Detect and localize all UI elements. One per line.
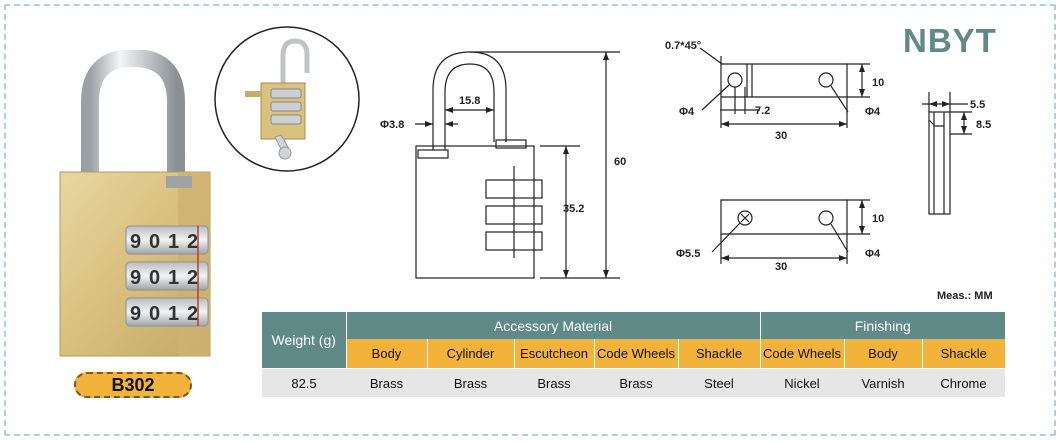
dim-plate2-hole-left: Φ5.5 bbox=[676, 248, 700, 260]
weight-value: 82.5 bbox=[262, 368, 346, 397]
dim-plate2-height: 10 bbox=[872, 213, 884, 225]
padlock-photo: 9 0 1 2 9 0 1 2 9 0 1 2 bbox=[59, 50, 211, 357]
dim-side-width: 5.5 bbox=[970, 99, 985, 111]
value-finish-body: Varnish bbox=[844, 368, 922, 397]
dim-plate1-width: 30 bbox=[775, 130, 787, 142]
subheader-finish-code-wheels: Code Wheels bbox=[759, 339, 844, 369]
wheel1-digit-b: 0 bbox=[149, 231, 160, 253]
subheader-finish-body: Body bbox=[843, 339, 922, 369]
dim-chamfer: 0.7*45° bbox=[665, 40, 701, 52]
wheel3-digit-b: 0 bbox=[149, 303, 160, 325]
value-escutcheon: Brass bbox=[514, 368, 594, 397]
spec-table: Weight (g) Accessory Material Finishing … bbox=[262, 312, 1005, 397]
dim-plate1-hole-spacing: 7.2 bbox=[755, 105, 770, 117]
subheader-code-wheels: Code Wheels bbox=[593, 339, 678, 369]
value-body: Brass bbox=[346, 368, 427, 397]
model-badge: B302 bbox=[74, 372, 192, 398]
wheel2-digit-b: 0 bbox=[149, 267, 160, 289]
dim-plate1-height: 10 bbox=[872, 77, 884, 89]
wheel1-digit-d: 2 bbox=[187, 231, 198, 253]
dim-plate1-hole-left: Φ4 bbox=[679, 106, 695, 118]
measurement-unit: Meas.: MM bbox=[937, 290, 993, 302]
dim-body-height: 35.2 bbox=[563, 203, 584, 215]
dim-shackle-diameter: Φ3.8 bbox=[380, 119, 404, 131]
dim-plate2-hole-right: Φ4 bbox=[865, 248, 881, 260]
wheel3-digit-a: 9 bbox=[130, 303, 141, 325]
wheel2-digit-a: 9 bbox=[130, 267, 141, 289]
dim-side-depth: 8.5 bbox=[976, 119, 991, 131]
page-frame bbox=[4, 4, 1056, 436]
wheel2-digit-d: 2 bbox=[187, 267, 198, 289]
weight-header: Weight (g) bbox=[262, 312, 346, 369]
value-shackle: Steel bbox=[678, 368, 760, 397]
finishing-header: Finishing bbox=[759, 312, 1005, 339]
wheel1-digit-c: 1 bbox=[168, 231, 179, 253]
subheader-finish-shackle: Shackle bbox=[921, 339, 1005, 369]
value-finish-shackle: Chrome bbox=[922, 368, 1005, 397]
dim-plate1-hole-right: Φ4 bbox=[865, 106, 881, 118]
value-code-wheels: Brass bbox=[594, 368, 678, 397]
wheel2-digit-c: 1 bbox=[168, 267, 179, 289]
dim-shackle-width: 15.8 bbox=[459, 95, 480, 107]
subheader-escutcheon: Escutcheon bbox=[513, 339, 594, 369]
open-lock-inset-photo bbox=[214, 26, 360, 172]
wheel1-digit-a: 9 bbox=[130, 231, 141, 253]
subheader-shackle: Shackle bbox=[677, 339, 760, 369]
subheader-cylinder: Cylinder bbox=[426, 339, 514, 369]
subheader-body: Body bbox=[345, 339, 427, 369]
wheel3-digit-d: 2 bbox=[187, 303, 198, 325]
dim-total-height: 60 bbox=[614, 156, 626, 168]
wheel3-digit-c: 1 bbox=[168, 303, 179, 325]
value-finish-code-wheels: Nickel bbox=[760, 368, 844, 397]
value-cylinder: Brass bbox=[427, 368, 514, 397]
accessory-material-header: Accessory Material bbox=[345, 312, 760, 339]
dim-plate2-width: 30 bbox=[775, 261, 787, 273]
brand-logo: NBYT bbox=[903, 22, 997, 59]
